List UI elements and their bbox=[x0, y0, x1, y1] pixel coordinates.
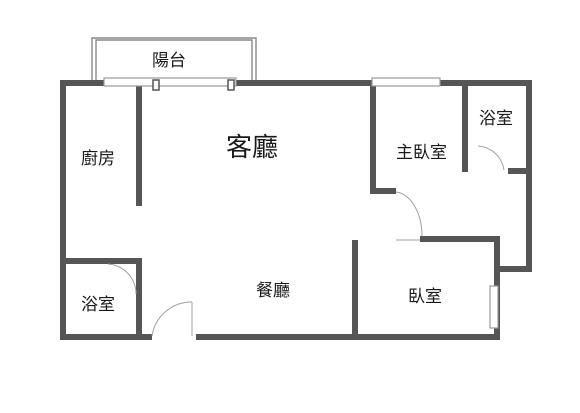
balcony-posts bbox=[152, 79, 235, 91]
windows bbox=[103, 77, 499, 329]
bathroom-bottom-label: 浴室 bbox=[81, 295, 115, 315]
bedroom-label: 臥室 bbox=[408, 287, 442, 307]
dining-room-label: 餐廳 bbox=[256, 281, 290, 301]
walls bbox=[60, 80, 532, 340]
balcony-outline bbox=[91, 37, 257, 82]
bathroom-top-label: 浴室 bbox=[479, 109, 513, 129]
living-room-label: 客廳 bbox=[226, 133, 278, 163]
master-bedroom-label: 主臥室 bbox=[396, 143, 447, 163]
balcony-label: 陽台 bbox=[152, 51, 186, 71]
kitchen-label: 廚房 bbox=[81, 148, 115, 169]
door-swings bbox=[107, 145, 505, 337]
